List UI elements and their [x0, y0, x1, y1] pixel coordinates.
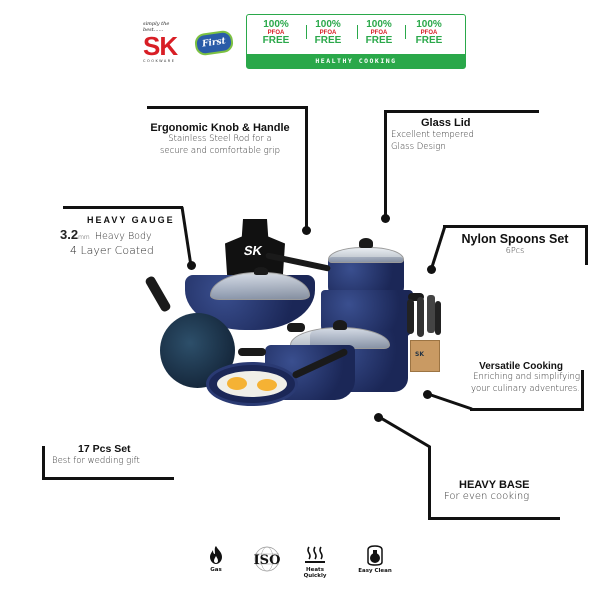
- callout-line-base-diag: [378, 415, 431, 449]
- callout-dot-knob: [302, 226, 311, 235]
- callout-base-title: HEAVY BASE: [459, 479, 530, 491]
- callout-knob: Ergonomic Knob & Handle Stainless Steel …: [120, 122, 320, 157]
- callout-line-knob: [147, 106, 307, 109]
- callout-dot-lid: [381, 214, 390, 223]
- svg-text:ISO: ISO: [254, 553, 281, 568]
- clean-icon: [367, 545, 383, 566]
- callout-line-gauge-diag: [180, 206, 193, 267]
- iso-icon: ISO: [254, 546, 281, 572]
- apron-logo: SK: [242, 243, 264, 258]
- callout-line-set: [42, 446, 45, 479]
- brand-logo: simply the best...... SK COOKWARE: [143, 21, 188, 63]
- healthy-cooking-label: HEALTHY COOKING: [247, 54, 465, 68]
- callout-lid-title: Glass Lid: [421, 117, 471, 129]
- callout-dot-spoons: [427, 265, 436, 274]
- brand-tagline: simply the best......: [143, 21, 170, 33]
- callout-set-title: 17 Pcs Set: [78, 443, 131, 455]
- callout-line-lid: [384, 110, 539, 113]
- product-image: SK SK: [140, 205, 460, 415]
- callout-spoons: Nylon Spoons Set 6Pcs: [450, 232, 580, 255]
- first-choice-badge: First: [193, 29, 235, 57]
- feature-gas: Gas: [204, 545, 228, 573]
- brand-logo-text: SK: [143, 31, 178, 61]
- callout-dot-gauge: [187, 261, 196, 270]
- callout-line-versatile: [581, 370, 584, 410]
- callout-line-spoons: [443, 225, 587, 228]
- callout-line-gauge: [63, 206, 183, 209]
- callout-spoons-title: Nylon Spoons Set: [461, 232, 569, 246]
- spoon-box: SK: [410, 340, 440, 372]
- spoon-set: [405, 295, 445, 345]
- feature-iso: ISO: [248, 545, 288, 573]
- callout-versatile-title: Versatile Cooking: [479, 361, 563, 372]
- brand-sublogo: COOKWARE: [143, 59, 176, 63]
- callout-dot-base: [374, 413, 383, 422]
- callout-dot-versatile: [423, 390, 432, 399]
- callout-versatile: Versatile Cooking Enriching and simplify…: [450, 361, 580, 395]
- callout-line-spoons-diag: [430, 225, 447, 268]
- callout-lid: Glass Lid Excellent tempered Glass Desig…: [391, 117, 531, 153]
- gauge-value: 3.2: [60, 227, 79, 242]
- callout-set: 17 Pcs Set Best for wedding gift: [52, 443, 172, 469]
- flame-icon: [210, 546, 222, 564]
- callout-knob-title: Ergonomic Knob & Handle: [150, 122, 290, 134]
- steam-icon: [305, 546, 325, 563]
- feature-easy-clean: Easy Clean: [355, 544, 395, 574]
- callout-base: HEAVY BASE For even cooking: [444, 479, 554, 503]
- callout-line-versatile-diag: [427, 392, 473, 411]
- callout-gauge: HEAVY GAUGE 3.2mm Heavy Body 4 Layer Coa…: [60, 215, 180, 259]
- callout-gauge-title: HEAVY GAUGE: [87, 215, 175, 225]
- fry-pan: [206, 362, 298, 406]
